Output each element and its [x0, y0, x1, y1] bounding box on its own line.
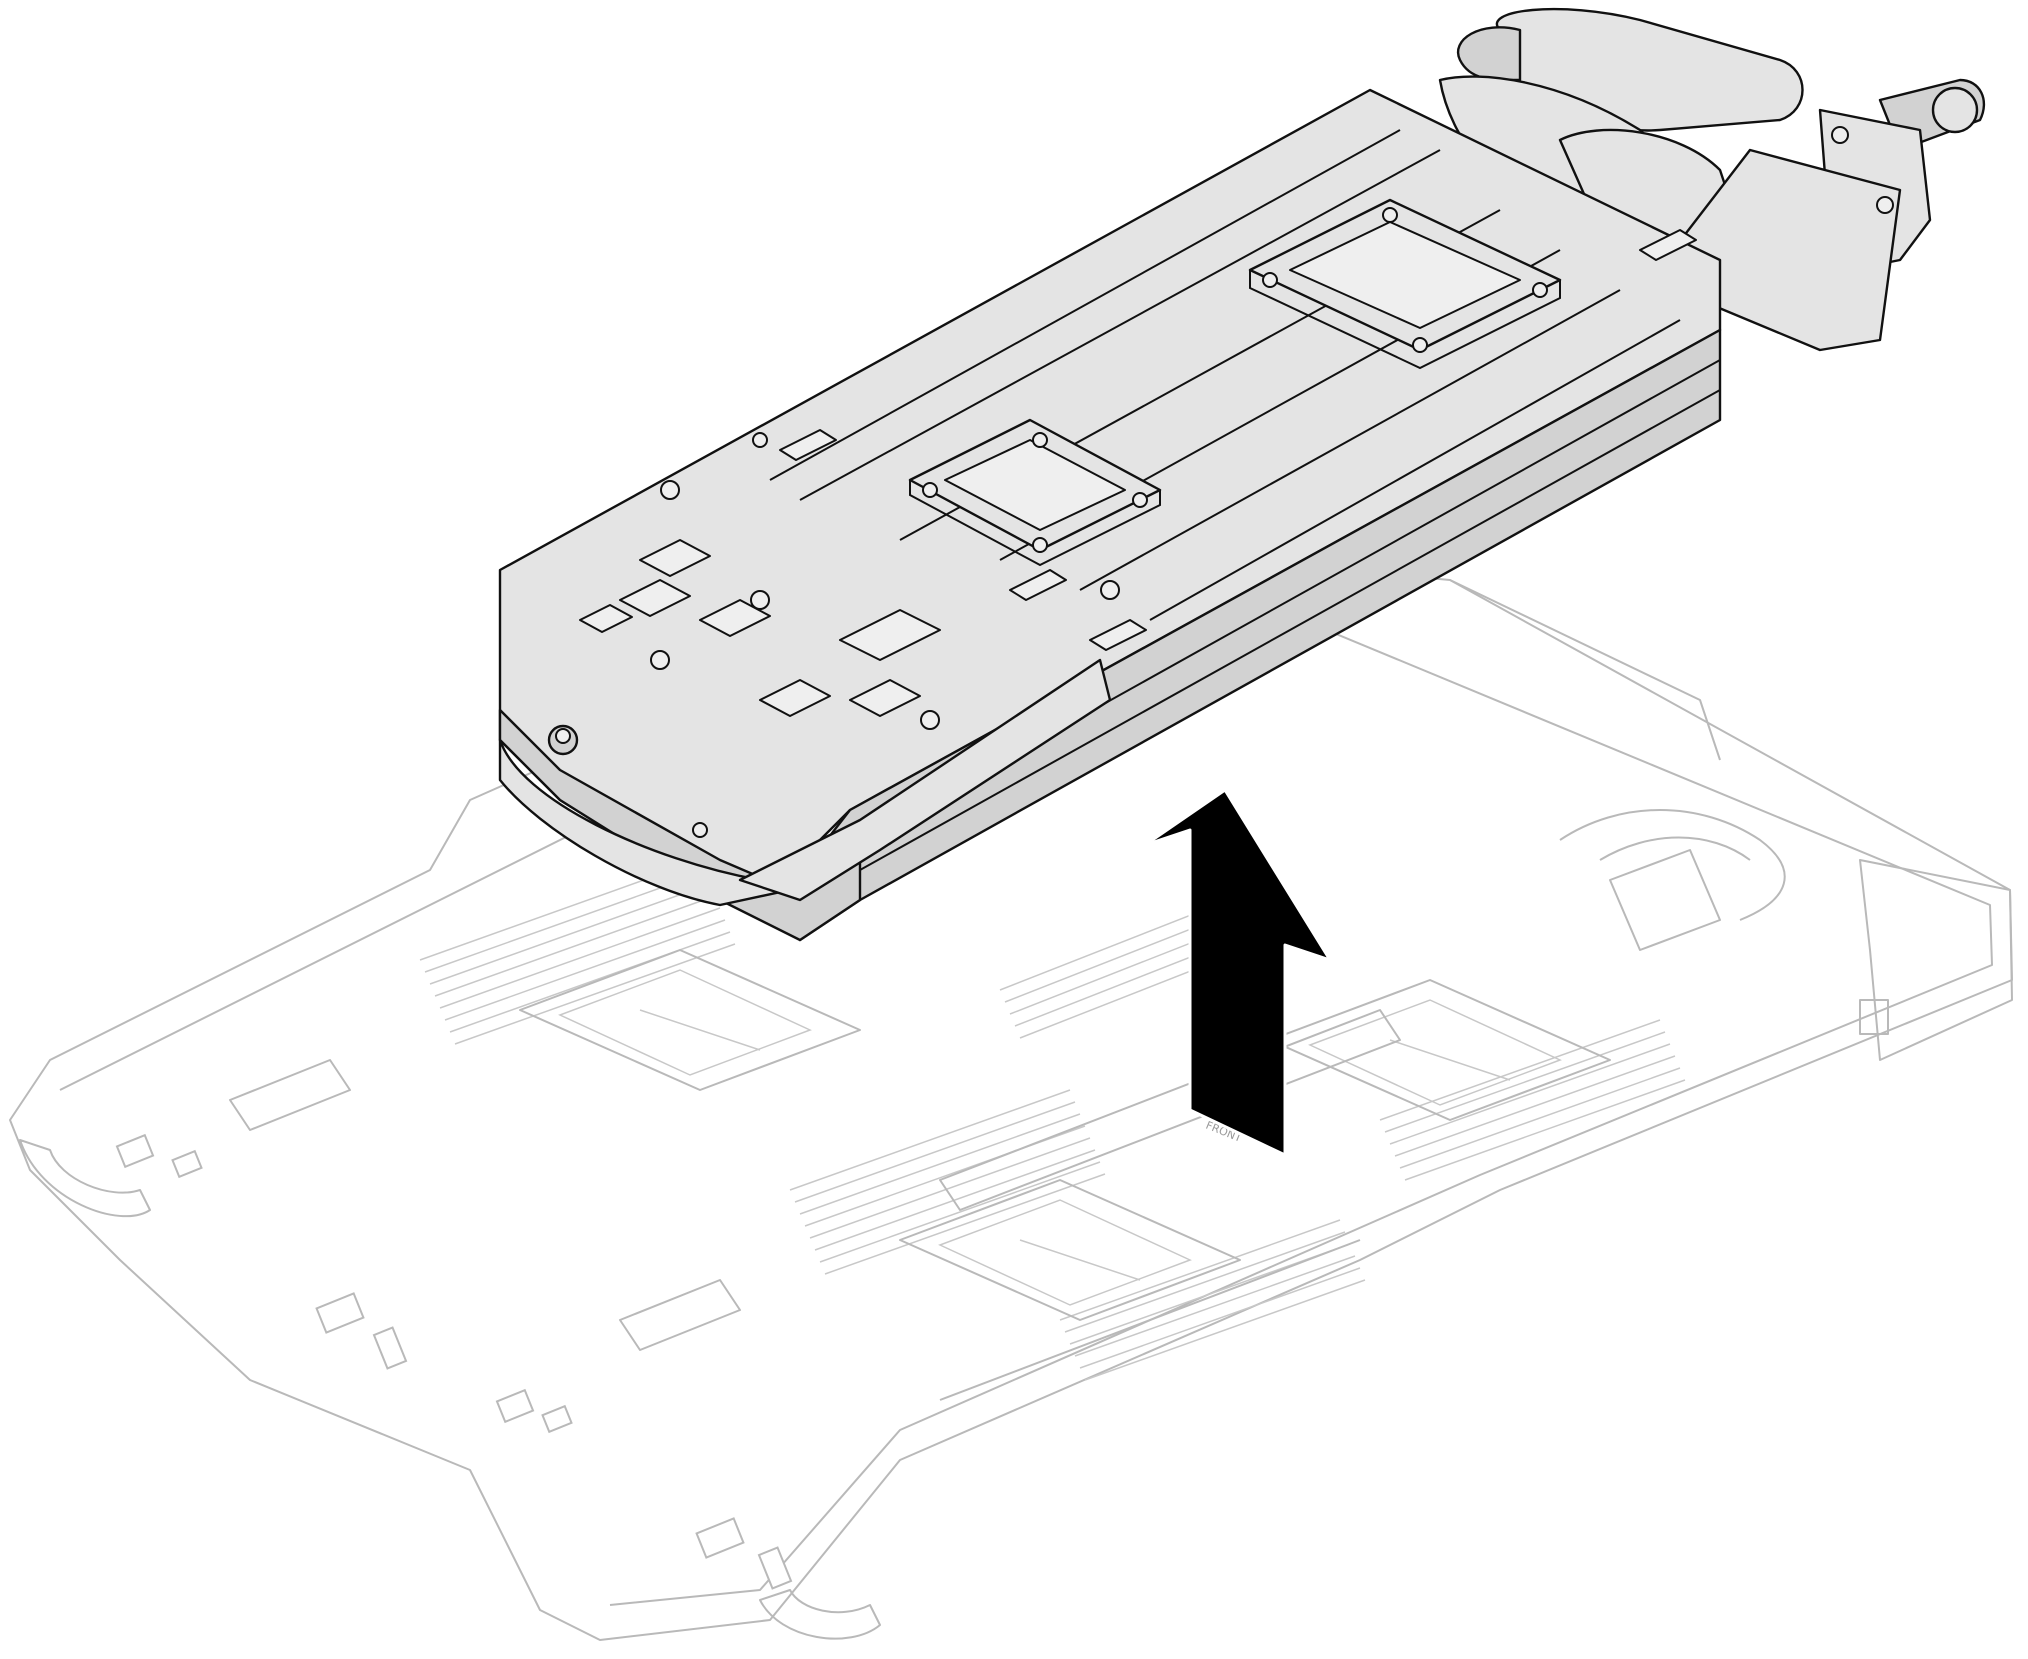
- manifold-screw-1: [1831, 126, 1849, 144]
- front-screw: [692, 822, 708, 838]
- tray-inner-edge: [59, 589, 1993, 1606]
- quick-connect-cap: [1931, 86, 1979, 134]
- riser-bracket-left: [229, 1059, 351, 1131]
- channel-1: [769, 129, 1401, 481]
- side-rail-2: [859, 389, 1721, 871]
- left-handle-rear: [759, 1589, 881, 1640]
- system-board-tray: FRONT: [9, 559, 2013, 1641]
- cpu-socket-2: [899, 1179, 1241, 1321]
- standoffs: [650, 432, 1120, 730]
- cpu-cold-plate-1: [908, 418, 1162, 567]
- right-bracket-window: [1859, 999, 1889, 1035]
- io-ports-node-2: [495, 1388, 793, 1590]
- dimm-bank-3: [1059, 1219, 1366, 1381]
- channel-2: [799, 149, 1441, 501]
- water-loop-ghost: [1559, 809, 1786, 921]
- hose-tube-1: [1456, 26, 1522, 82]
- right-bracket: [1859, 859, 2013, 1061]
- channel-6: [1149, 319, 1681, 621]
- dimm-bank-4: [1379, 1019, 1686, 1181]
- water-loop-ghost-2: [1599, 836, 1751, 861]
- cpu-socket-3: [1269, 979, 1611, 1121]
- drip-tray-bottom: [738, 658, 1112, 902]
- dimm-bank-2: [789, 1089, 1106, 1275]
- side-rail-front: [939, 1239, 1361, 1401]
- riser-bracket-center: [619, 1279, 741, 1351]
- edge-connectors: [779, 229, 1697, 651]
- io-ports-node-1: [115, 1133, 408, 1370]
- cpu-socket-1: [519, 949, 861, 1091]
- channel-5: [1079, 289, 1621, 591]
- cpu-cold-plate-2: [1248, 198, 1562, 370]
- lift-arrow-icon: [1143, 788, 1332, 1157]
- captive-screw: [547, 724, 579, 756]
- power-connector-block: [1609, 849, 1721, 951]
- manifold-screw-2: [1876, 196, 1894, 214]
- water-loop-assembly: [498, 7, 1986, 942]
- dimm-bank-1: [419, 859, 736, 1045]
- left-handle-front: [19, 1139, 151, 1218]
- vr-blocks: [579, 539, 941, 717]
- side-rail-rear: [1449, 579, 1721, 761]
